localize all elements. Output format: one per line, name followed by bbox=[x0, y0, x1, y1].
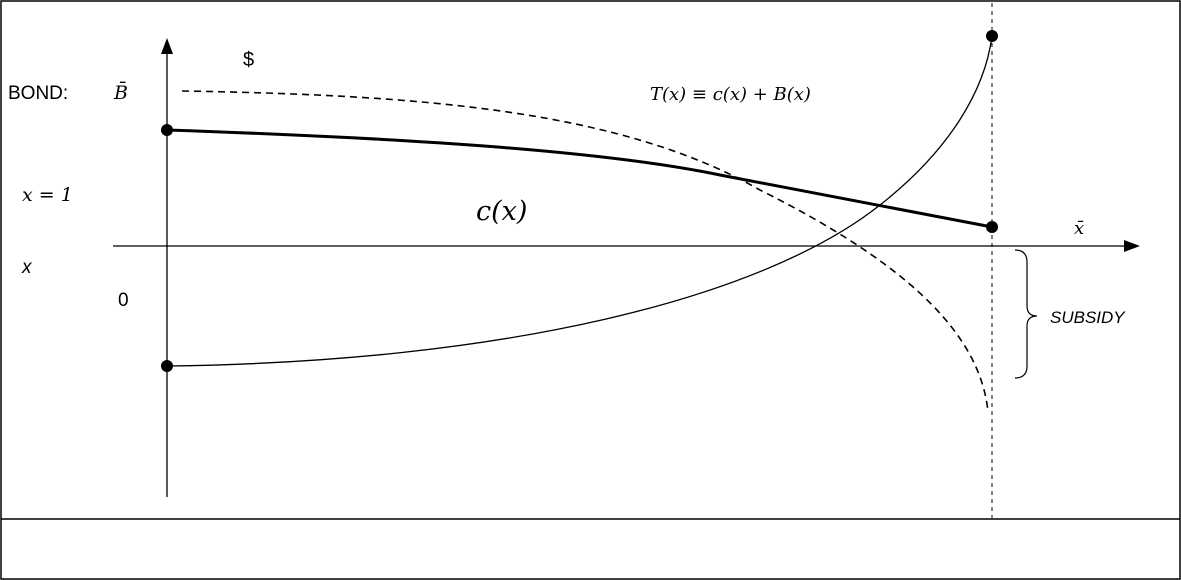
subsidy-label: SUBSIDY bbox=[1050, 308, 1126, 327]
cost-curve bbox=[166, 128, 993, 229]
cost-end-point bbox=[986, 221, 998, 233]
total-start-point bbox=[161, 360, 173, 372]
xbar-label: x̄ bbox=[1074, 218, 1084, 239]
cost-start-point bbox=[161, 124, 173, 136]
total-curve bbox=[166, 35, 993, 367]
subsidy-brace bbox=[1014, 249, 1038, 379]
y-axis-label: $ bbox=[243, 49, 254, 71]
origin-label: 0 bbox=[118, 290, 129, 311]
x-axis-arrow-icon bbox=[1124, 240, 1140, 252]
y-axis-arrow-icon bbox=[161, 38, 173, 54]
x-label: x bbox=[21, 257, 33, 278]
bond-curve bbox=[181, 90, 989, 413]
x-equals-label: x = 1 bbox=[22, 184, 73, 206]
total-label: T(x) ≡ c(x) + B(x) bbox=[650, 84, 811, 105]
bond-label: BOND: bbox=[8, 83, 68, 104]
bond-symbol: B̄ bbox=[113, 81, 128, 104]
total-end-point bbox=[986, 30, 998, 42]
cost-label: c(x) bbox=[476, 196, 527, 227]
